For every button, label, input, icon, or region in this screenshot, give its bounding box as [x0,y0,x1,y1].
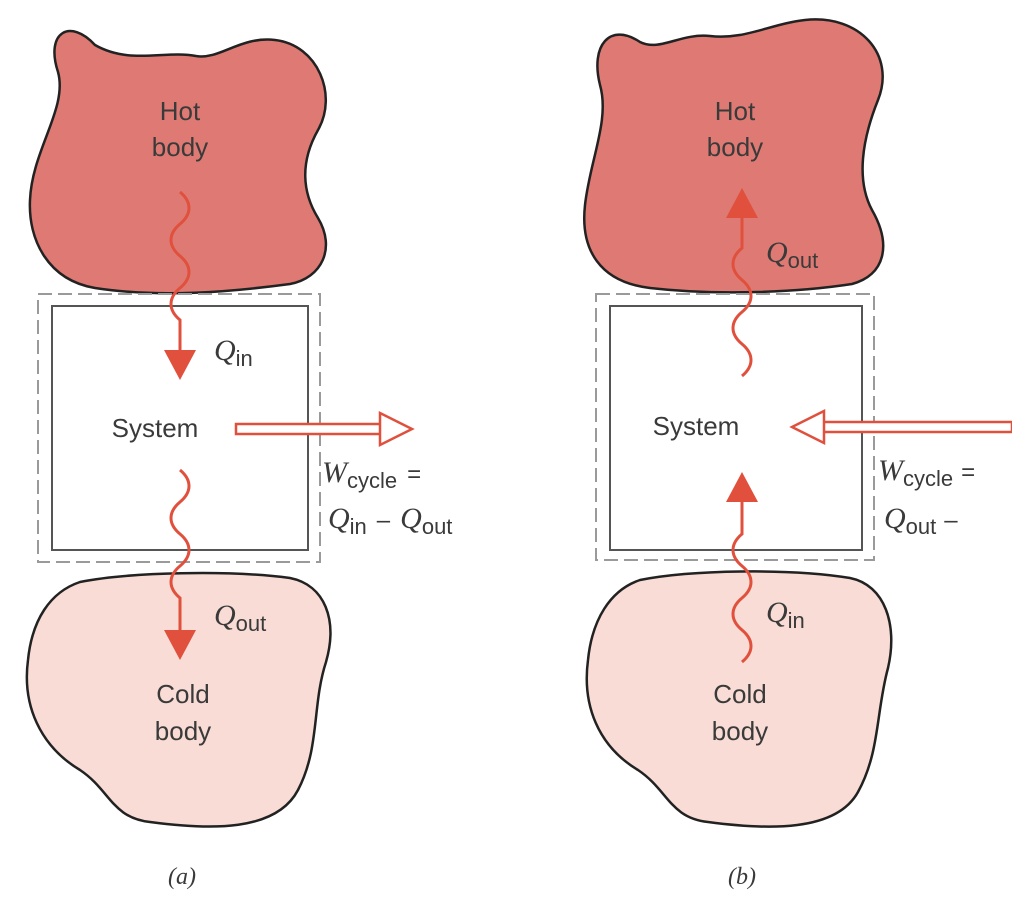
w-cycle-equation-a: Qin–Qout [328,502,452,539]
cold-body-label-line1-b: Cold [713,679,766,709]
hot-body-label-line2-b: body [707,132,763,162]
heat-wave-in-b [731,500,753,664]
caption-b: (b) [728,864,756,890]
cold-body-label-line2: body [155,716,211,746]
hot-body-a [28,29,328,295]
panel-a: Hot body Cold body System Qin Qout Wcycl… [25,29,452,890]
q-in-label-a: Qin [214,334,253,371]
heat-arrowhead-in-b [726,472,758,502]
heat-arrowhead-out-a [164,630,196,660]
q-out-label-a: Qout [214,599,266,636]
cold-body-label-line1: Cold [156,679,209,709]
heat-arrowhead-in-a [164,350,196,380]
panel-b: Hot body Cold body System Qout Qin Wcycl… [583,18,1012,890]
work-arrow-shaft-a [234,422,384,436]
w-cycle-label-b: Wcycle= [878,454,975,491]
work-arrowhead-a [378,410,415,448]
work-arrowhead-b [789,408,826,446]
q-out-label-b: Qout [766,236,818,273]
system-boundary-a [37,293,321,563]
cold-body-b [585,570,893,828]
hot-body-label-line1: Hot [160,96,201,126]
work-arrow-shaft-b [820,420,1012,434]
heat-wave-out-a [169,468,191,630]
hot-body-label-line2: body [152,132,208,162]
cold-body-label-line2-b: body [712,716,768,746]
w-cycle-label-a: Wcycle= [322,456,421,493]
heat-wave-in-a [169,190,191,350]
hot-body-label-line1-b: Hot [715,96,756,126]
system-label-b: System [653,411,740,441]
q-in-label-b: Qin [766,596,805,633]
cold-body-a [25,571,332,828]
hot-body-b [583,18,885,294]
heat-arrowhead-out-b [726,188,758,218]
w-cycle-equation-b: Qout– [884,502,958,539]
caption-a: (a) [168,864,196,890]
system-label-a: System [112,413,199,443]
heat-wave-out-b [731,216,753,378]
